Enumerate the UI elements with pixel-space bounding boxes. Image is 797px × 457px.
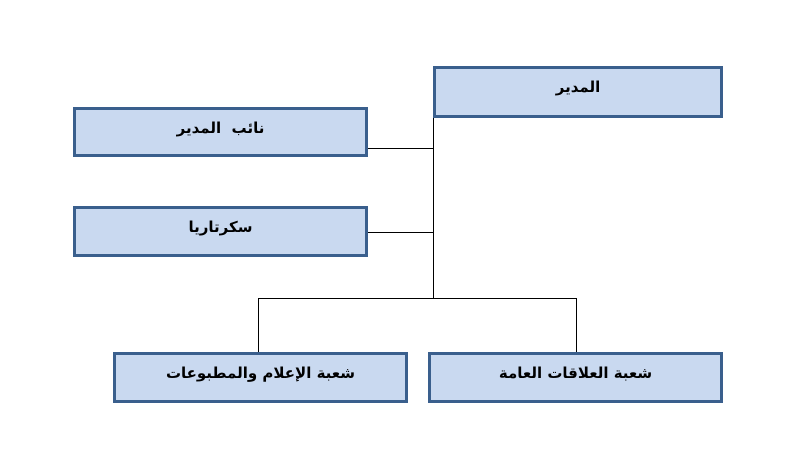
org-node-deputy-director: نائب المدير (73, 107, 368, 157)
connector-deputy-director (368, 148, 433, 149)
connector-media-publications (258, 298, 259, 352)
org-node-secretariat-label: سكرتاريا (188, 218, 253, 236)
org-node-director-label: المدير (555, 78, 601, 96)
org-node-public-relations: شعبة العلاقات العامة (428, 352, 723, 403)
org-node-director: المدير (433, 66, 723, 118)
connector-divisions-crossbar (258, 298, 577, 299)
org-node-deputy-director-label: نائب المدير (176, 119, 265, 137)
org-node-secretariat: سكرتاريا (73, 206, 368, 257)
org-node-public-relations-label: شعبة العلاقات العامة (498, 364, 653, 382)
connector-public-relations (576, 298, 577, 352)
org-node-media-publications-label: شعبة الإعلام والمطبوعات (165, 364, 356, 382)
connector-director-trunk (433, 118, 434, 298)
connector-secretariat (368, 232, 433, 233)
org-node-media-publications: شعبة الإعلام والمطبوعات (113, 352, 408, 403)
